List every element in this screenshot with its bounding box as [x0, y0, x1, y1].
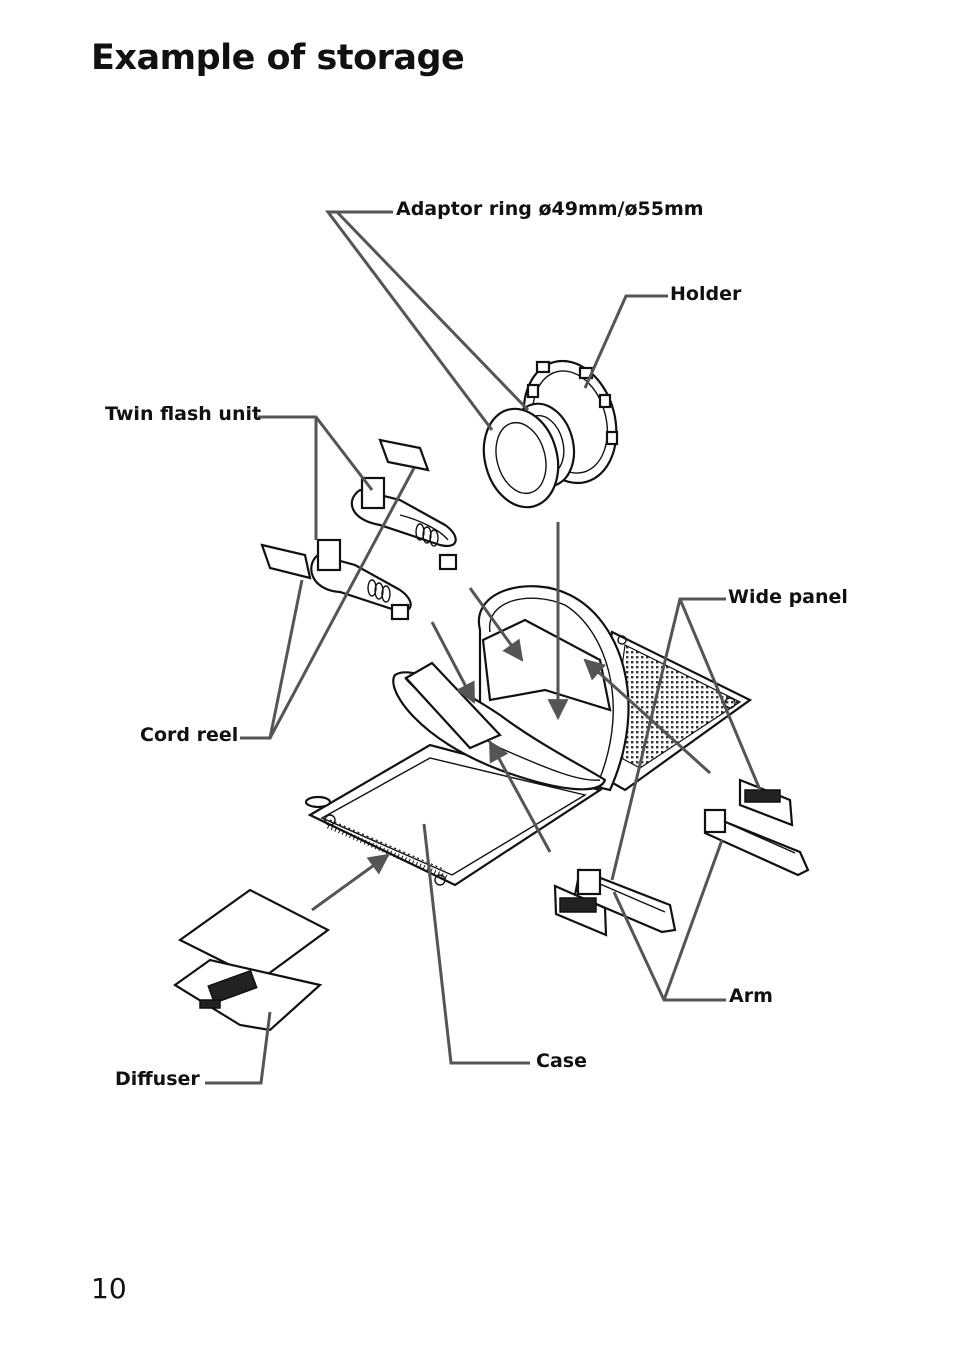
twin-flash-unit-upper	[350, 438, 458, 571]
callout-wide-panel: Wide panel	[728, 586, 848, 608]
page-title: Example of storage	[91, 38, 465, 78]
page-number: 10	[91, 1272, 127, 1305]
diffuser-part	[173, 888, 331, 1032]
assembly-arrows	[311, 522, 712, 912]
twin-flash-unit-lower	[260, 538, 412, 621]
callout-case: Case	[536, 1050, 587, 1072]
callout-twin-flash-unit: Twin flash unit	[105, 403, 262, 425]
arm-right	[703, 778, 810, 877]
coil	[367, 579, 391, 603]
leader-lines	[205, 210, 762, 1085]
adaptor-rings	[482, 402, 576, 509]
coil	[415, 523, 439, 547]
callout-cord-reel: Cord reel	[140, 724, 239, 746]
case-pouch	[392, 585, 630, 792]
callout-arm: Arm	[729, 985, 773, 1007]
callout-adaptor-ring: Adaptor ring ø49mm/ø55mm	[396, 198, 704, 220]
arm-left	[553, 868, 677, 937]
callout-diffuser: Diffuser	[115, 1068, 200, 1090]
callout-holder: Holder	[670, 283, 742, 305]
case-mesh-panel	[588, 630, 753, 792]
